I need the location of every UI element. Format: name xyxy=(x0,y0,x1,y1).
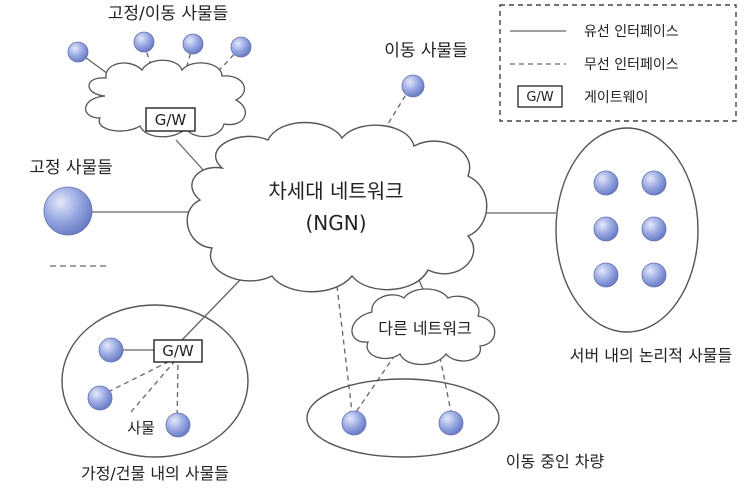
vehicle-ellipse xyxy=(306,378,500,458)
thing-node xyxy=(133,31,155,53)
wireless-line-vehicle-othernet xyxy=(355,354,396,413)
legend-gateway-label: 게이트웨이 xyxy=(584,90,648,106)
thing-nodes xyxy=(43,31,667,438)
home-ellipse xyxy=(61,304,249,458)
wireless-line-vehicle-othernet xyxy=(439,356,452,413)
thing-node xyxy=(165,412,191,438)
thing-node xyxy=(438,410,464,436)
thing-node xyxy=(230,36,252,58)
wireless-line-home-node xyxy=(130,361,175,413)
thing-node xyxy=(87,385,113,411)
gateway-home-label: G/W xyxy=(162,342,194,360)
thing-node xyxy=(593,262,619,288)
gateway-top-label: G/W xyxy=(155,111,187,129)
gateway-top: G/W xyxy=(145,107,196,132)
wireless-line-vehicle-ngn xyxy=(336,285,353,413)
thing-node xyxy=(182,33,204,55)
label-mobile-things: 이동 사물들 xyxy=(384,41,468,61)
server-ellipse xyxy=(555,127,699,333)
label-moving-vehicle: 이동 중인 차량 xyxy=(506,452,605,471)
legend-wireless-label: 무선 인터페이스 xyxy=(584,57,679,73)
wireless-line-home-node xyxy=(99,361,169,397)
thing-node xyxy=(641,262,667,288)
thing-node xyxy=(593,216,619,242)
legend-gateway-swatch xyxy=(517,85,563,108)
top-cloud xyxy=(84,59,247,138)
thing-node xyxy=(341,410,367,436)
thing-node xyxy=(641,216,667,242)
thing-node xyxy=(641,170,667,196)
thing-node xyxy=(67,41,89,63)
legend: 유선 인터페이스 무선 인터페이스 G/W 게이트웨이 xyxy=(499,4,737,122)
thing-node xyxy=(401,74,425,98)
label-fixed-things: 고정 사물들 xyxy=(29,158,113,178)
legend-wired-label: 유선 인터페이스 xyxy=(584,24,679,40)
label-thing: 사물 xyxy=(127,419,155,437)
other-network-cloud xyxy=(351,288,496,366)
label-fixed-mobile-things: 고정/이동 사물들 xyxy=(108,4,229,24)
label-other-network: 다른 네트워크 xyxy=(378,319,471,338)
label-home-things: 가정/건물 내의 사물들 xyxy=(81,464,229,483)
ngn-cloud xyxy=(186,121,488,293)
ngn-abbr: (NGN) xyxy=(305,211,366,235)
thing-node xyxy=(98,337,124,363)
legend-gateway-box-label: G/W xyxy=(526,90,553,105)
gateway-home: G/W xyxy=(153,339,203,363)
wireless-line-mobile-ngn xyxy=(371,87,411,151)
thing-node xyxy=(593,170,619,196)
ngn-title: 차세대 네트워크 xyxy=(268,179,403,203)
label-server-things: 서버 내의 논리적 사물들 xyxy=(570,346,732,365)
wired-line-gw-ngn xyxy=(175,139,206,173)
thing-node xyxy=(43,186,93,236)
wired-line-home-ngn xyxy=(181,277,243,341)
